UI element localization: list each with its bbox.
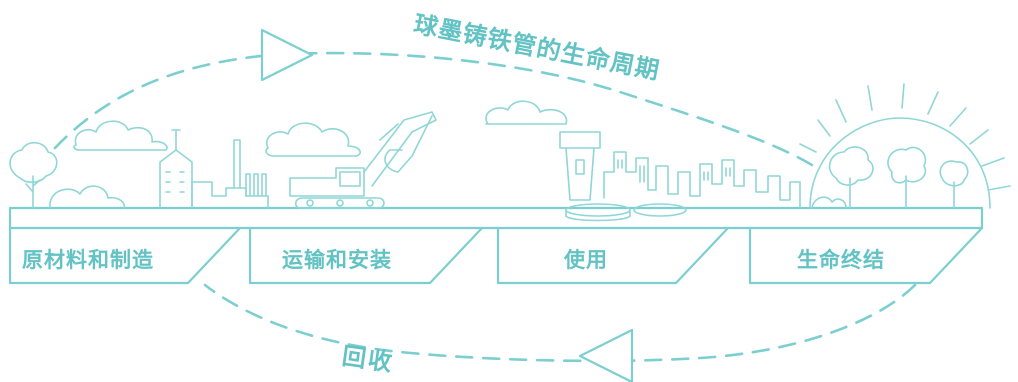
stage-label-use: 使用 xyxy=(564,248,608,272)
left-cloud-icon xyxy=(73,120,168,151)
treatment-tanks-icon xyxy=(565,203,687,222)
right-cloud-icon xyxy=(485,100,568,125)
top-arrowhead-icon xyxy=(260,28,314,82)
stage-label-transport-installation: 运输和安装 xyxy=(282,248,392,272)
top-cycle-arrow-path xyxy=(53,51,814,167)
water-tower-icon xyxy=(559,131,601,201)
sun-icon xyxy=(799,83,1011,209)
city-skyline xyxy=(603,151,801,209)
recycle-label: 回收 xyxy=(340,341,396,377)
stage-box-3 xyxy=(496,226,730,285)
factory-icon xyxy=(159,129,269,209)
stage-label-raw-materials: 原材料和制造 xyxy=(22,248,154,272)
end-of-life-bush xyxy=(811,196,847,209)
left-bush xyxy=(49,185,126,209)
stage-box-4 xyxy=(748,226,984,285)
stage-box-2 xyxy=(248,226,484,285)
stage-label-end-of-life: 生命终结 xyxy=(797,248,885,272)
middle-cloud-icon xyxy=(265,122,361,157)
bottom-cycle-arrow-path xyxy=(203,283,917,363)
left-tree-icon xyxy=(9,141,58,209)
stage-box-1 xyxy=(8,226,242,285)
excavator-icon xyxy=(289,111,437,209)
bottom-arrowhead-icon xyxy=(578,328,634,382)
end-of-life-trees-icon xyxy=(828,146,969,209)
